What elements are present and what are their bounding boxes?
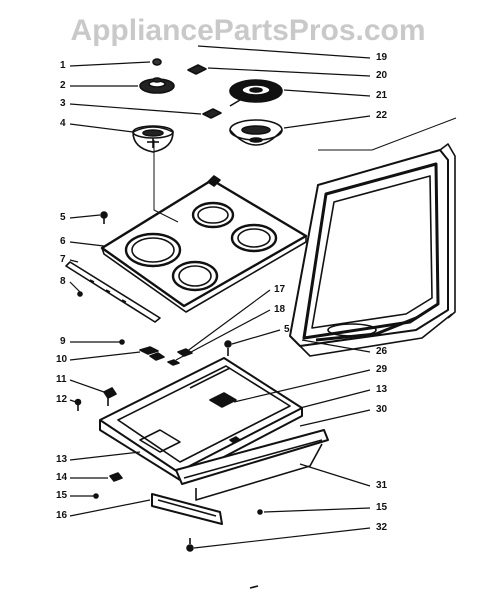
part-5-screw bbox=[100, 211, 108, 224]
part-7-trim-strip bbox=[65, 261, 161, 323]
callout-5: 5 bbox=[60, 212, 66, 223]
callout-30: 30 bbox=[376, 404, 388, 415]
part-15-screw bbox=[93, 493, 99, 499]
part-6-cooktop bbox=[100, 175, 308, 313]
callout-5-right: 5 bbox=[284, 324, 290, 335]
callout-9: 9 bbox=[60, 336, 66, 347]
callout-2: 2 bbox=[60, 80, 66, 91]
callout-19: 19 bbox=[376, 52, 388, 63]
callout-16: 16 bbox=[56, 510, 68, 521]
part-21-burner bbox=[229, 79, 283, 107]
callout-12: 12 bbox=[56, 394, 68, 405]
callout-22: 22 bbox=[376, 110, 388, 121]
leader-lines bbox=[69, 45, 371, 549]
callout-29: 29 bbox=[376, 364, 388, 375]
callout-13-left: 13 bbox=[56, 454, 68, 465]
callout-18: 18 bbox=[274, 304, 286, 315]
part-20-clip bbox=[187, 64, 207, 75]
callout-31: 31 bbox=[376, 480, 388, 491]
callout-3: 3 bbox=[60, 98, 66, 109]
callout-15-left: 15 bbox=[56, 490, 68, 501]
part-11-bracket bbox=[103, 387, 117, 406]
callout-20: 20 bbox=[376, 70, 388, 81]
bottom-mark bbox=[249, 585, 259, 589]
callout-21: 21 bbox=[376, 90, 388, 101]
part-8-screw bbox=[77, 291, 83, 297]
callout-15-right: 15 bbox=[376, 502, 388, 513]
part-16-panel bbox=[151, 493, 223, 525]
part-12-screw bbox=[74, 398, 82, 411]
part-2-burner bbox=[139, 77, 175, 94]
part-22-drip-bowl bbox=[229, 119, 283, 146]
callout-10: 10 bbox=[56, 354, 68, 365]
callout-7: 7 bbox=[60, 254, 66, 265]
callout-13-right: 13 bbox=[376, 384, 388, 395]
part-30-front-trim bbox=[175, 429, 329, 501]
leader-helper-lines bbox=[153, 117, 457, 223]
part-14-clip bbox=[109, 472, 123, 482]
callout-4: 4 bbox=[60, 118, 66, 129]
part-3-clip bbox=[202, 108, 222, 119]
part-29-chassis bbox=[99, 357, 303, 481]
callout-32: 32 bbox=[376, 522, 388, 533]
part-15b-screw bbox=[257, 509, 263, 515]
part-26-glass-panel bbox=[289, 143, 456, 357]
part-32-foot bbox=[186, 538, 194, 552]
callout-11: 11 bbox=[56, 374, 67, 385]
callout-14: 14 bbox=[56, 472, 68, 483]
callout-1: 1 bbox=[60, 60, 66, 71]
part-4-drip-bowl bbox=[132, 125, 174, 153]
part-1-cap bbox=[152, 58, 162, 66]
callout-8: 8 bbox=[60, 276, 66, 287]
part-5b-screw bbox=[224, 340, 232, 356]
part-9-10-spacers bbox=[119, 339, 165, 361]
callout-6: 6 bbox=[60, 236, 66, 247]
callout-26: 26 bbox=[376, 346, 388, 357]
part-17-18-fasteners bbox=[167, 348, 193, 366]
callout-17: 17 bbox=[274, 284, 286, 295]
